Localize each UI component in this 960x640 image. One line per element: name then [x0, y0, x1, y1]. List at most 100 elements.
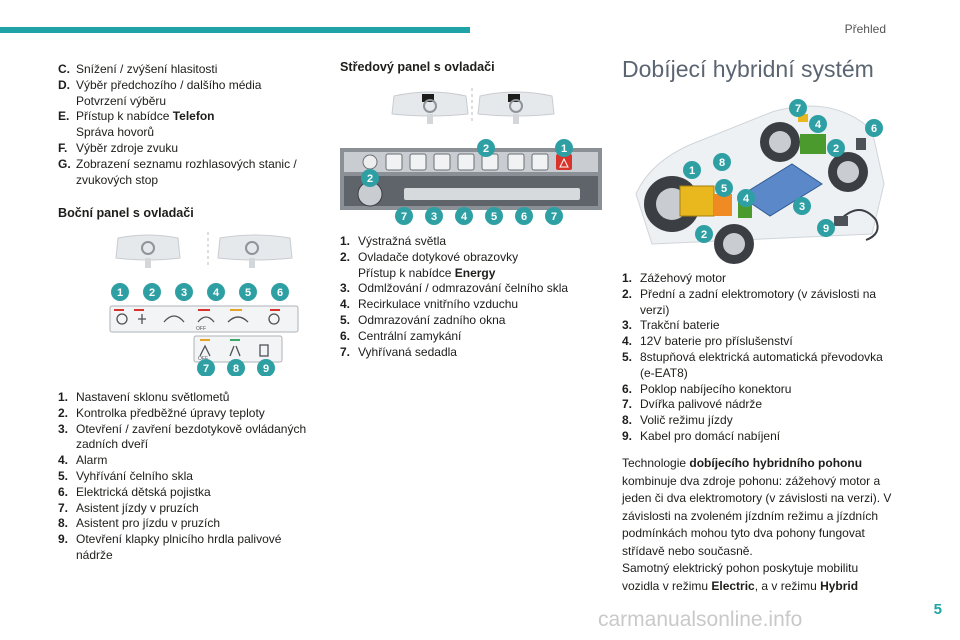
center-panel-title: Středový panel s ovladači — [340, 60, 495, 74]
callout-number: 8 — [233, 363, 239, 375]
list-item-key: 8. — [58, 516, 69, 531]
list-item-bold: Telefon — [172, 109, 215, 124]
fuel-door-icon — [798, 114, 808, 122]
lane-positioning-icon — [229, 345, 241, 357]
list-item-key: 2. — [622, 286, 633, 301]
list-item-text: Otevření klapky plnicího hrdla palivové … — [76, 532, 282, 562]
charging-cable-icon — [839, 209, 879, 241]
list-item-text: 8stupňová elektrická automatická převodo… — [640, 349, 883, 380]
callout-badge — [713, 153, 731, 171]
preconditioning-icon — [138, 314, 146, 324]
callout-number: 1 — [561, 143, 567, 155]
rear-motor-icon — [800, 134, 826, 154]
callout-number: 6 — [871, 123, 877, 135]
list-item-text: Přístup k nabídce Telefon — [76, 109, 215, 124]
traction-battery-icon — [739, 163, 823, 217]
callout-number: 3 — [799, 201, 805, 213]
list-item: Správa hovorů — [58, 125, 316, 141]
callout-badge — [555, 139, 573, 157]
list-item-text: Otevření / zavření bezdotykově ovládanýc… — [76, 421, 307, 452]
list-item-bold: Energy — [454, 265, 496, 280]
list-item-text: Centrální zamykání — [358, 328, 462, 343]
callout-number: 3 — [181, 287, 187, 299]
callout-number: 5 — [721, 183, 727, 195]
list-item: C.Snížení / zvýšení hlasitosti — [58, 62, 316, 78]
side-panel-title: Boční panel s ovladači — [58, 206, 194, 220]
list-item: F.Výběr zdroje zvuku — [58, 141, 316, 157]
list-item: 8.Volič režimu jízdy — [622, 413, 890, 429]
callout-badge — [143, 283, 161, 301]
callout-number: 5 — [491, 211, 497, 223]
list-item: 6.Elektrická dětská pojistka — [58, 485, 316, 501]
callout-badge — [695, 225, 713, 243]
callout-badge — [271, 283, 289, 301]
list-item-text: Vyhřívaná sedadla — [358, 344, 457, 359]
para-text: Technologie — [622, 456, 690, 470]
callout-badge — [809, 115, 827, 133]
callout-badge — [683, 161, 701, 179]
list-item: 1.Zážehový motor — [622, 271, 890, 287]
callout-number: 2 — [149, 287, 155, 299]
list-item: 9. Otevření klapky plnicího hrdla palivov… — [58, 532, 316, 564]
callout-badge — [227, 359, 245, 376]
list-item-key: 4. — [340, 297, 351, 312]
list-item-text: Kontrolka předběžné úpravy teploty — [76, 405, 265, 420]
para-text: Samotný elektrický pohon poskytuje mobil… — [622, 561, 859, 593]
watermark: carmanualsonline.info — [598, 608, 803, 631]
callout-number: 6 — [277, 287, 283, 299]
para-bold: Electric — [711, 578, 755, 593]
callout-number: 7 — [795, 103, 801, 115]
list-item-key: 3. — [58, 421, 69, 436]
list-item: E.Přístup k nabídce Telefon — [58, 109, 316, 125]
steering-wheel-right-icon — [217, 234, 293, 268]
list-item-key: 2. — [340, 249, 351, 264]
callout-number: 3 — [431, 211, 437, 223]
para-bold: Hybrid — [820, 578, 859, 593]
list-item: 3. Otevření / zavření bezdotykově ovládan… — [58, 422, 316, 454]
child-lock-icon — [268, 313, 280, 325]
callout-number: 9 — [823, 223, 829, 235]
list-item: Přístup k nabídce Energy — [340, 266, 602, 282]
list-item-key: 8. — [622, 413, 633, 428]
off-label-2: OFF — [198, 356, 208, 362]
list-item-text: Nastavení sklonu světlometů — [76, 390, 230, 404]
list-item-text: Dvířka palivové nádrže — [640, 397, 763, 412]
callout-badge — [793, 197, 811, 215]
front-wheel-2-icon — [714, 224, 754, 264]
fuel-flap-icon — [259, 344, 269, 357]
list-item: 2.Přední a zadní elektromotory (v závisl… — [622, 287, 890, 319]
callout-number: 4 — [743, 193, 750, 205]
callout-badge — [239, 283, 257, 301]
list-item-key: G. — [58, 156, 71, 171]
callout-badge — [111, 283, 129, 301]
list-item-key: 1. — [58, 390, 69, 404]
list-item: 1. Nastavení sklonu světlometů — [58, 390, 316, 406]
list-item: D. Výběr předchozího / dalšího média — [58, 78, 316, 94]
list-item-text: Poklop nabíjecího konektoru — [640, 381, 792, 396]
list-item-text: Zážehový motor — [640, 271, 727, 285]
list-item-key: 3. — [340, 281, 351, 296]
list-item-key: D. — [58, 77, 70, 92]
list-item-key: 9. — [58, 532, 69, 547]
list-item-key: 7. — [340, 344, 351, 359]
callout-number: 4 — [815, 119, 822, 131]
list-item-text: Výběr předchozího / dalšího média — [76, 77, 262, 92]
callout-badge — [395, 207, 413, 225]
lane-assist-icon — [199, 344, 211, 357]
callout-badge — [827, 139, 845, 157]
list-item: 6.Centrální zamykání — [340, 329, 602, 345]
list-item: 1.Výstražná světla — [340, 234, 602, 250]
list-item-key: 7. — [622, 397, 633, 412]
list-item-key: 9. — [622, 428, 633, 443]
hybrid-description: Technologie dobíjecího hybridního pohonu… — [622, 455, 892, 595]
callout-number: 5 — [245, 287, 251, 299]
callout-number: 7 — [203, 363, 209, 375]
list-item-key: 4. — [58, 453, 69, 468]
